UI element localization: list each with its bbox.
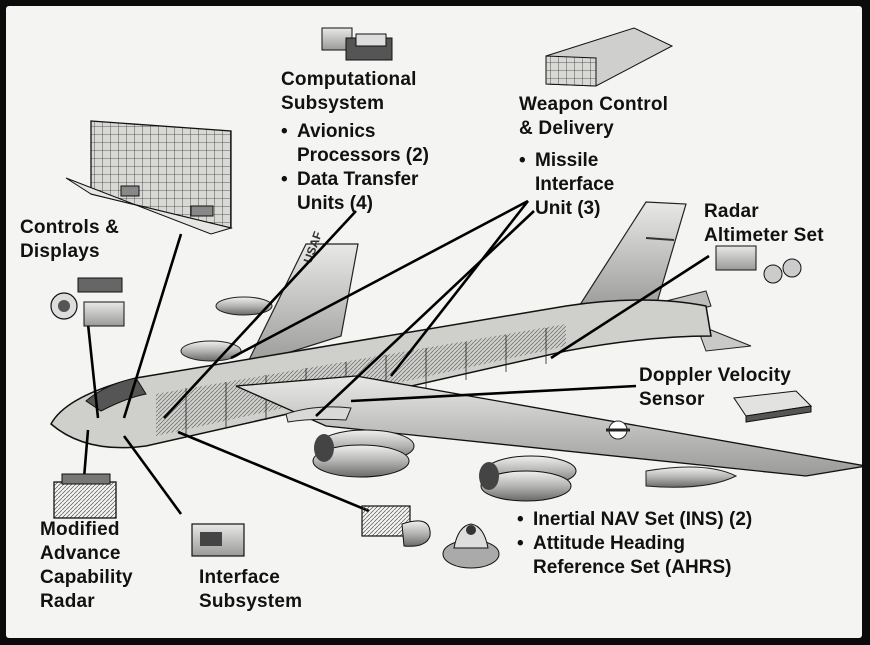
computational-subsystem-title: Computational Subsystem <box>281 69 417 114</box>
radar-altimeter-illustration <box>715 245 802 284</box>
leader-lines <box>82 199 710 515</box>
doppler-velocity-sensor-title: Doppler Velocity Sensor <box>639 365 792 410</box>
interface-subsystem-title: Interface Subsystem <box>199 567 303 612</box>
aircraft-cutaway-illustration: USAF <box>50 27 862 569</box>
bullet-missile-interface-unit: • Missile Interface Unit (3) <box>519 150 615 219</box>
controls-displays-panel-illustration <box>65 120 233 235</box>
interface-unit-illustration <box>191 523 245 557</box>
weapon-control-title: Weapon Control & Delivery <box>519 94 669 139</box>
ahrs-unit-illustration <box>442 523 500 569</box>
ins-units-illustration <box>361 505 431 547</box>
bullet-attitude-heading-reference-set: • Attitude Heading Reference Set (AHRS) <box>517 533 732 578</box>
diagram-panel: USAF <box>6 6 862 638</box>
computational-hardware-illustration <box>321 27 393 61</box>
radar-altimeter-title: Radar Altimeter Set <box>704 201 824 246</box>
controls-displays-title: Controls & Displays <box>20 217 120 262</box>
doppler-sensor-illustration <box>733 390 813 423</box>
bullet-avionics-processors: • Avionics Processors (2) <box>281 121 430 166</box>
bullet-inertial-nav-set: • Inertial NAV Set (INS) (2) <box>517 509 753 530</box>
radar-title: Modified Advance Capability Radar <box>40 519 133 612</box>
radar-unit-illustration <box>53 473 117 519</box>
bullet-data-transfer-units: • Data Transfer Units (4) <box>281 169 419 214</box>
weapon-control-hardware-illustration <box>545 27 674 87</box>
near-wing <box>235 375 862 488</box>
control-units-illustration <box>50 277 125 327</box>
engine-pods <box>285 406 577 502</box>
